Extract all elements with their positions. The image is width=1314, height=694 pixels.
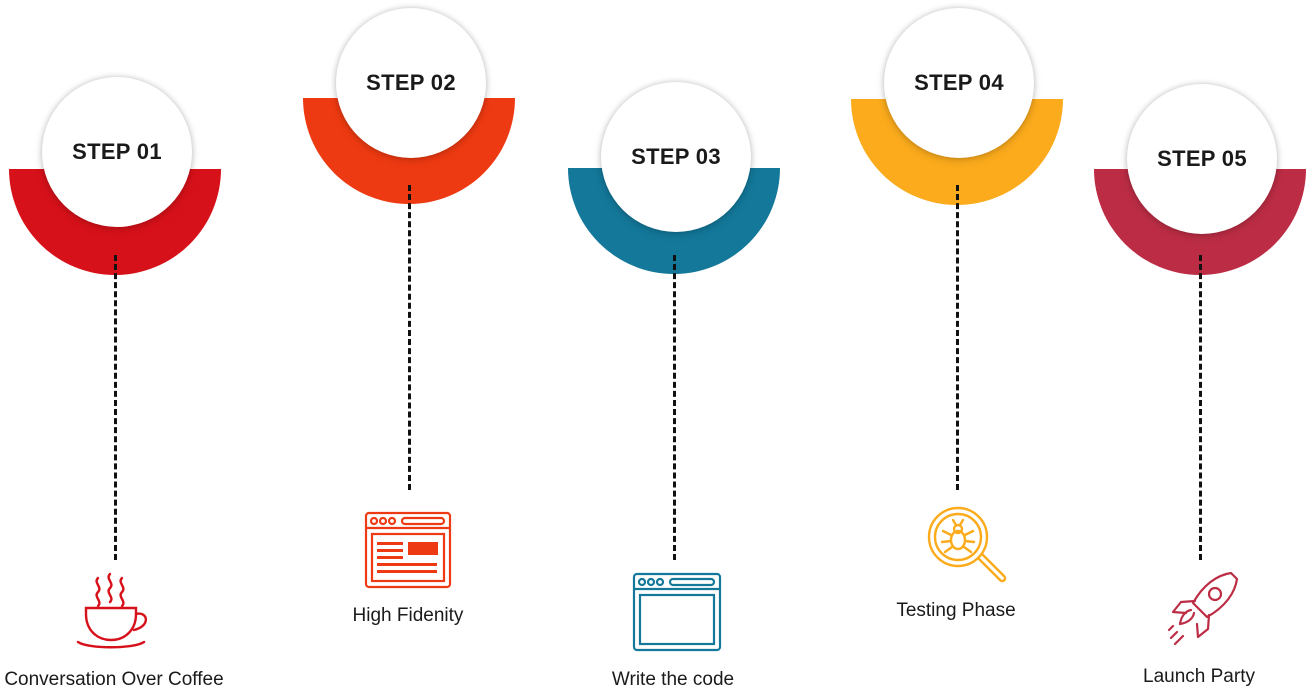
- step-title: STEP 03: [631, 144, 721, 169]
- rocket-icon: [1167, 571, 1239, 646]
- connector-line: [114, 255, 117, 560]
- coffee-cup-icon: [76, 572, 148, 649]
- step-badge: STEP 03: [601, 82, 751, 232]
- step-label: Launch Party: [1143, 666, 1255, 687]
- step-badge: STEP 01: [42, 77, 192, 227]
- step-03: STEP 03 Write the code: [563, 0, 783, 694]
- connector-line: [1199, 255, 1202, 560]
- step-01: STEP 01 Conversation Over Coffee: [4, 0, 224, 694]
- browser-window-icon: [632, 572, 722, 652]
- step-05: STEP 05 Launch Party: [1089, 0, 1309, 694]
- connector-line: [408, 185, 411, 490]
- connector-line: [956, 185, 959, 490]
- browser-layout-icon: [364, 511, 452, 589]
- step-02: STEP 02 High Fidenity: [298, 0, 518, 694]
- bug-magnifier-icon: [927, 506, 1007, 583]
- step-title: STEP 05: [1157, 146, 1247, 171]
- step-04: STEP 04 Testing Phase: [846, 0, 1066, 694]
- step-title: STEP 04: [914, 70, 1004, 95]
- step-label: Testing Phase: [896, 600, 1016, 621]
- connector-line: [673, 255, 676, 560]
- step-badge: STEP 04: [884, 8, 1034, 158]
- step-title: STEP 01: [72, 139, 162, 164]
- step-label: High Fidenity: [352, 605, 464, 626]
- step-label: Write the code: [611, 669, 735, 690]
- step-title: STEP 02: [366, 70, 456, 95]
- step-label: Conversation Over Coffee: [4, 669, 224, 690]
- step-badge: STEP 05: [1127, 84, 1277, 234]
- step-badge: STEP 02: [336, 8, 486, 158]
